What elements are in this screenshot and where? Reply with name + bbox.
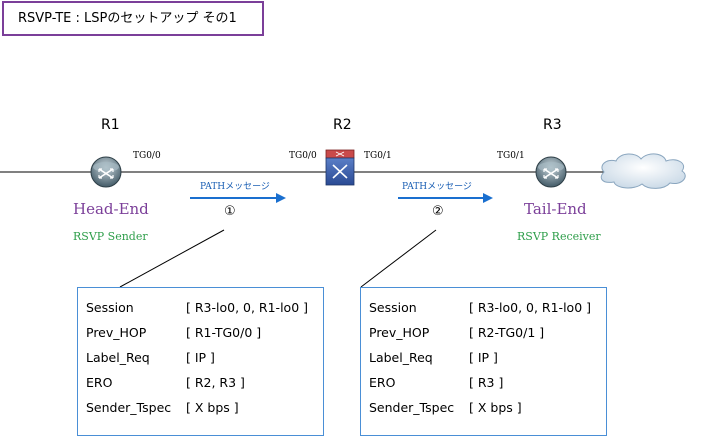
cloud-icon xyxy=(600,153,686,189)
object-row-sender-tspec: Sender_Tspec [ X bps ] xyxy=(86,396,323,421)
object-value: [ R1-TG0/0 ] xyxy=(186,325,262,340)
object-key: ERO xyxy=(369,375,396,390)
object-row-prev-hop: Prev_HOP [ R1-TG0/0 ] xyxy=(86,321,323,346)
object-row-label-req: Label_Req [ IP ] xyxy=(369,346,606,371)
object-row-sender-tspec: Sender_Tspec [ X bps ] xyxy=(369,396,606,421)
object-value: [ R3-lo0, 0, R1-lo0 ] xyxy=(469,300,591,315)
callout-line-2 xyxy=(360,229,437,288)
object-value: [ IP ] xyxy=(469,350,498,365)
interface-label-r3: TG0/1 xyxy=(497,151,525,161)
step-marker-2: ② xyxy=(432,204,444,219)
object-row-session: Session [ R3-lo0, 0, R1-lo0 ] xyxy=(369,296,606,321)
interface-label-r2-right: TG0/1 xyxy=(364,151,392,161)
path-message-label-1: PATHメッセージ xyxy=(200,182,270,192)
object-row-ero: ERO [ R3 ] xyxy=(369,371,606,396)
object-value: [ R3 ] xyxy=(469,375,504,390)
step-marker-1: ① xyxy=(224,204,236,219)
object-key: Label_Req xyxy=(369,350,433,365)
object-key: Label_Req xyxy=(86,350,150,365)
object-key: Sender_Tspec xyxy=(369,400,455,415)
object-value: [ X bps ] xyxy=(469,400,522,415)
object-row-session: Session [ R3-lo0, 0, R1-lo0 ] xyxy=(86,296,323,321)
rsvp-receiver-label: RSVP Receiver xyxy=(517,230,601,243)
object-value: [ X bps ] xyxy=(186,400,239,415)
object-value: [ R3-lo0, 0, R1-lo0 ] xyxy=(186,300,308,315)
object-row-prev-hop: Prev_HOP [ R2-TG0/1 ] xyxy=(369,321,606,346)
object-row-label-req: Label_Req [ IP ] xyxy=(86,346,323,371)
object-key: Sender_Tspec xyxy=(86,400,172,415)
router-name-r2: R2 xyxy=(333,117,352,133)
path-message-object-box-1: Session [ R3-lo0, 0, R1-lo0 ] Prev_HOP [ R… xyxy=(77,287,324,436)
object-value: [ IP ] xyxy=(186,350,215,365)
diagram-title: RSVP-TE : LSPのセットアップ その1 xyxy=(2,1,264,36)
object-value: [ R2, R3 ] xyxy=(186,375,245,390)
callout-line-1 xyxy=(119,229,225,288)
router-name-r3: R3 xyxy=(543,117,562,133)
object-key: Session xyxy=(86,300,134,315)
interface-label-r2-left: TG0/0 xyxy=(289,151,317,161)
router-name-r1: R1 xyxy=(101,117,120,133)
object-value: [ R2-TG0/1 ] xyxy=(469,325,545,340)
head-end-label: Head-End xyxy=(73,200,149,218)
object-row-ero: ERO [ R2, R3 ] xyxy=(86,371,323,396)
path-message-object-box-2: Session [ R3-lo0, 0, R1-lo0 ] Prev_HOP [ R… xyxy=(360,287,607,436)
tail-end-label: Tail-End xyxy=(524,200,587,218)
router-icon xyxy=(535,156,567,188)
object-key: Session xyxy=(369,300,417,315)
rsvp-sender-label: RSVP Sender xyxy=(73,230,148,243)
object-key: Prev_HOP xyxy=(369,325,430,340)
path-message-label-2: PATHメッセージ xyxy=(402,182,472,192)
path-arrow-2 xyxy=(398,193,493,203)
path-arrow-1 xyxy=(190,193,286,203)
router-icon xyxy=(90,156,122,188)
object-key: Prev_HOP xyxy=(86,325,147,340)
switch-icon xyxy=(325,149,355,186)
object-key: ERO xyxy=(86,375,113,390)
interface-label-r1: TG0/0 xyxy=(133,151,161,161)
